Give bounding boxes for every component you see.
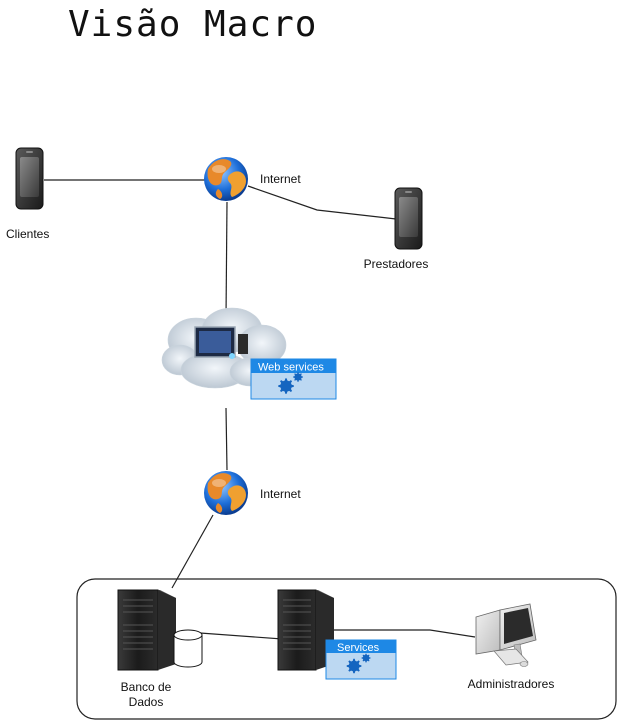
internet-top-node[interactable]: [204, 157, 248, 201]
administradores-node[interactable]: [475, 603, 537, 667]
banco-dados-node[interactable]: [117, 589, 203, 671]
diagram-title: Visão Macro: [68, 4, 318, 45]
cloud-server-icon: [161, 307, 287, 389]
clientes-node[interactable]: [15, 147, 44, 210]
banco-dados-label-line1: Banco de: [120, 680, 172, 694]
server-tower-icon: [117, 589, 176, 671]
internet-bottom-node[interactable]: [204, 471, 248, 515]
web-services-label: Web services: [258, 362, 324, 374]
banco-dados-label-line2: Dados: [128, 695, 164, 709]
link-internet-banco: [171, 514, 214, 589]
link-webservices-internet: [225, 407, 228, 471]
banco-dados-label: Banco de Dados: [106, 680, 186, 710]
globe-icon: [204, 471, 248, 515]
link-services-admin: [330, 629, 476, 638]
database-cylinder-icon: [173, 629, 203, 668]
globe-icon: [204, 157, 248, 201]
prestadores-node[interactable]: [394, 187, 423, 250]
datacenter-group: [76, 578, 617, 720]
internet-bottom-label: Internet: [260, 487, 301, 501]
desktop-computer-icon: [475, 603, 537, 667]
services-badge: [325, 639, 397, 680]
administradores-label: Administradores: [467, 677, 555, 691]
smartphone-icon: [394, 187, 423, 250]
prestadores-label: Prestadores: [363, 257, 429, 271]
services-label: Services: [337, 642, 380, 654]
services-node[interactable]: Services: [277, 589, 397, 680]
smartphone-icon: [15, 147, 44, 210]
link-internet-webservices: [225, 201, 228, 319]
internet-top-label: Internet: [260, 172, 301, 186]
link-internet-prestadores: [247, 185, 397, 220]
web-services-node[interactable]: Web services: [161, 307, 337, 400]
web-services-badge: [250, 358, 337, 400]
clientes-label: Clientes: [6, 227, 50, 241]
